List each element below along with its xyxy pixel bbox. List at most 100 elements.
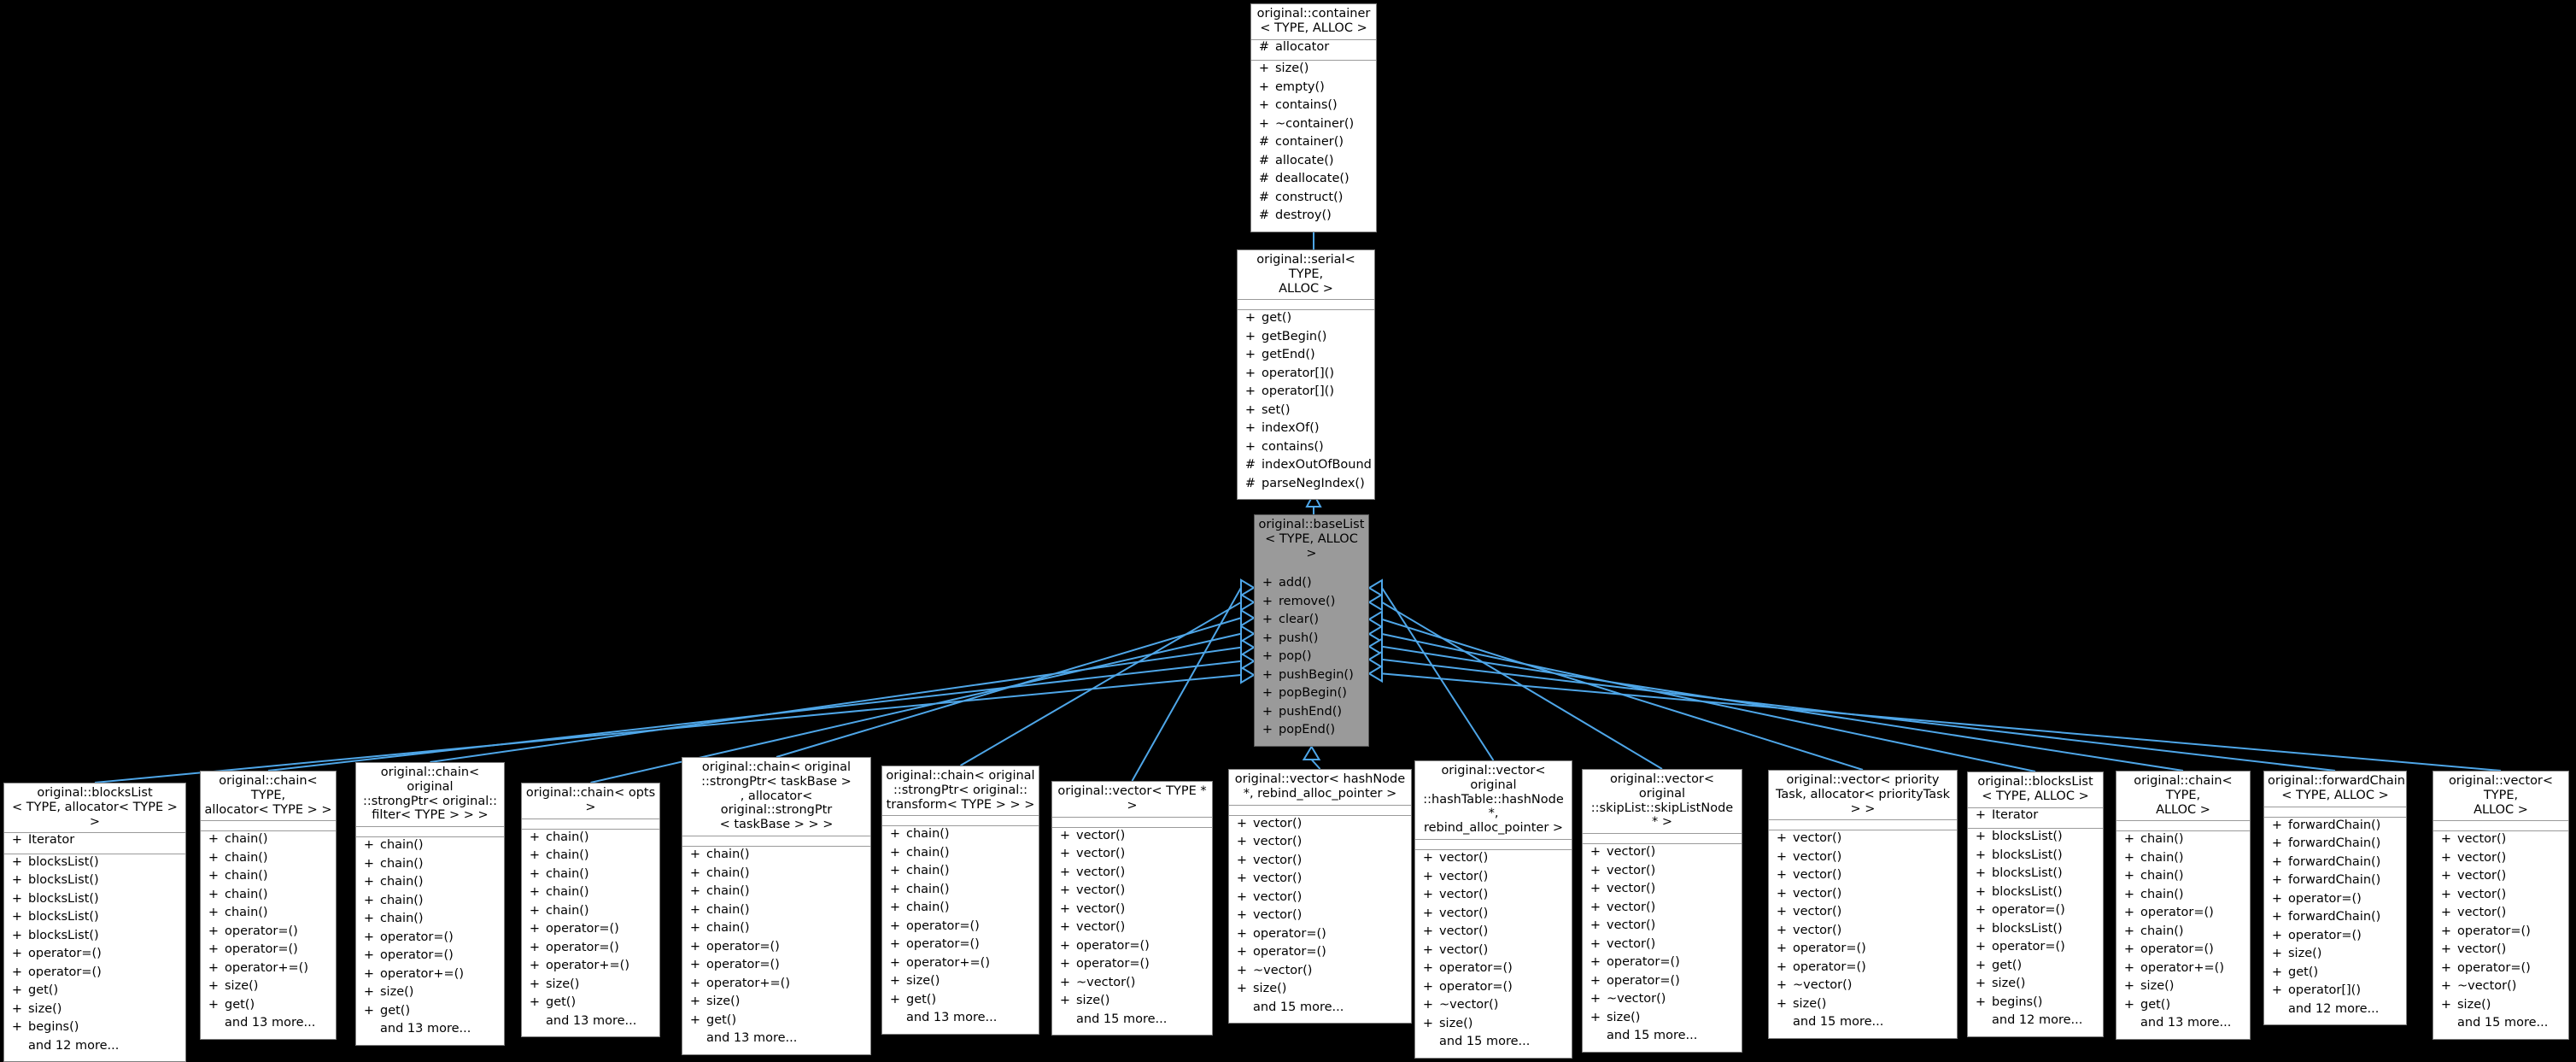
operation-name: forwardChain() [2288,874,2381,887]
operation-row: +vector() [1415,925,1572,944]
operation-name: chain() [706,885,750,898]
operation-row: +remove() [1255,596,1368,614]
more-members-label: and 13 more... [706,1032,798,1045]
visibility-marker: + [2271,928,2283,942]
operation-row: +operator+=() [201,962,336,981]
visibility-marker: + [2123,942,2135,957]
operation-name: vector() [1253,854,1303,867]
operation-name: chain() [380,876,424,889]
visibility-marker: + [2123,960,2135,975]
operation-name: operator=() [2140,907,2214,919]
operation-row: +blocksList() [1968,867,2103,886]
operation-row: +chain() [682,867,870,886]
operation-name: size() [546,977,580,991]
visibility-marker: + [1975,848,1987,862]
uml-class-chain_taskBase[interactable]: original::chain< original ::strongPtr< t… [682,757,871,1055]
operation-row: +chain() [2116,833,2250,852]
inheritance-arrowhead [1367,625,1383,643]
class-attributes: +Iterator [1968,808,2103,830]
inheritance-arrowhead [1240,624,1256,643]
inheritance-edge [959,601,1242,766]
operation-name: operator=() [1439,962,1513,975]
inheritance-edge [1381,618,1864,771]
visibility-marker: + [1776,905,1788,919]
operation-row: +size() [2264,948,2406,966]
visibility-marker: + [2271,854,2283,869]
uml-class-chain_generic[interactable]: original::chain< TYPE, ALLOC >+chain()+c… [2116,771,2251,1040]
uml-class-chain_filter[interactable]: original::chain< original ::strongPtr< o… [355,762,505,1046]
visibility-marker: + [1236,945,1248,959]
visibility-marker: + [2271,965,2283,979]
operation-name: blocksList() [1992,867,2063,880]
visibility-marker: + [1590,955,1601,970]
uml-class-vector_hashnode[interactable]: original::vector< hashNode *, rebind_all… [1228,769,1412,1024]
visibility-marker: + [1258,62,1270,76]
uml-class-vector_typeptr[interactable]: original::vector< TYPE * >+vector()+vect… [1051,781,1213,1036]
operation-row: +blocksList() [4,930,185,948]
operation-name: chain() [706,848,750,861]
visibility-marker: + [1590,1010,1601,1024]
operation-name: empty() [1275,80,1325,94]
visibility-marker: # [1258,172,1270,186]
class-title: original::vector< original ::skipList::s… [1583,770,1742,835]
operation-name: operator=() [1253,946,1326,959]
operation-row: +vector() [1415,907,1572,926]
operation-row: +vector() [1229,818,1411,836]
visibility-marker: + [1262,704,1273,719]
more-members-row: +and 13 more... [682,1032,870,1051]
uml-class-chain_alloc[interactable]: original::chain< TYPE, allocator< TYPE >… [200,771,337,1040]
uml-class-vector_generic[interactable]: original::vector< TYPE, ALLOC >+vector()… [2433,771,2569,1040]
inheritance-edge [267,660,1242,772]
uml-class-chain_transform[interactable]: original::chain< original ::strongPtr< o… [881,766,1039,1035]
operation-row: +vector() [1229,891,1411,910]
visibility-marker: + [689,921,701,936]
visibility-marker: + [1244,348,1256,362]
visibility-marker: + [208,960,220,975]
class-operations: +chain()+chain()+chain()+chain()+chain()… [682,847,870,1054]
uml-class-serial[interactable]: original::serial< TYPE, ALLOC >+get()+ge… [1237,249,1375,501]
visibility-marker: + [2271,873,2283,888]
visibility-marker: + [1975,807,1987,822]
uml-class-container[interactable]: original::container < TYPE, ALLOC >#allo… [1250,3,1377,232]
operation-row: +operator=() [356,949,504,968]
operation-name: chain() [2140,851,2184,865]
operation-row: +vector() [1415,871,1572,889]
operation-name: vector() [1253,890,1303,904]
visibility-marker: + [1975,977,1987,991]
visibility-marker: + [11,910,23,924]
visibility-marker: # [1258,39,1270,54]
operation-row: +operator=() [882,938,1039,957]
class-title: original::baseList < TYPE, ALLOC > [1255,515,1368,566]
operation-name: vector() [1439,907,1489,920]
uml-class-forwardChain_generic[interactable]: original::forwardChain < TYPE, ALLOC >+f… [2263,771,2407,1026]
uml-class-vector_skiplistnode[interactable]: original::vector< original ::skipList::s… [1582,769,1742,1053]
uml-class-vector_prioritytask[interactable]: original::vector< priority Task, allocat… [1768,770,1958,1039]
operation-name: chain() [546,830,589,844]
operation-row: +operator+=() [522,959,659,978]
inheritance-arrowhead [1367,637,1383,656]
operation-row: +operator=() [1583,956,1742,975]
operation-name: popEnd() [1279,724,1336,736]
uml-class-blocksList_alloc[interactable]: original::blocksList < TYPE, allocator< … [3,783,186,1062]
uml-class-blocksList_generic[interactable]: original::blocksList < TYPE, ALLOC >+Ite… [1967,772,2104,1037]
operation-row: +chain() [882,828,1039,847]
uml-class-vector_hashtable_hashnode[interactable]: original::vector< original ::hashTable::… [1414,760,1572,1059]
operation-name: vector() [2457,888,2507,901]
visibility-marker: + [363,985,375,1000]
operation-row: +operator=() [356,931,504,950]
visibility-marker: + [11,1001,23,1016]
operation-row: +operator+=() [356,968,504,987]
inheritance-edge [1381,645,2184,772]
operation-row: +pushBegin() [1255,669,1368,688]
visibility-marker: + [11,947,23,961]
visibility-marker: + [1262,631,1273,645]
operation-name: vector() [1076,829,1126,842]
visibility-marker: + [889,974,901,989]
class-attributes [1255,565,1368,576]
operation-name: vector() [1253,872,1303,885]
uml-class-baseList[interactable]: original::baseList < TYPE, ALLOC >+add()… [1254,514,1369,747]
operation-row: +chain() [682,885,870,904]
uml-class-chain_opts[interactable]: original::chain< opts >+chain()+chain()+… [521,783,660,1038]
class-attributes [2264,807,2406,818]
operation-name: chain() [2140,924,2184,938]
